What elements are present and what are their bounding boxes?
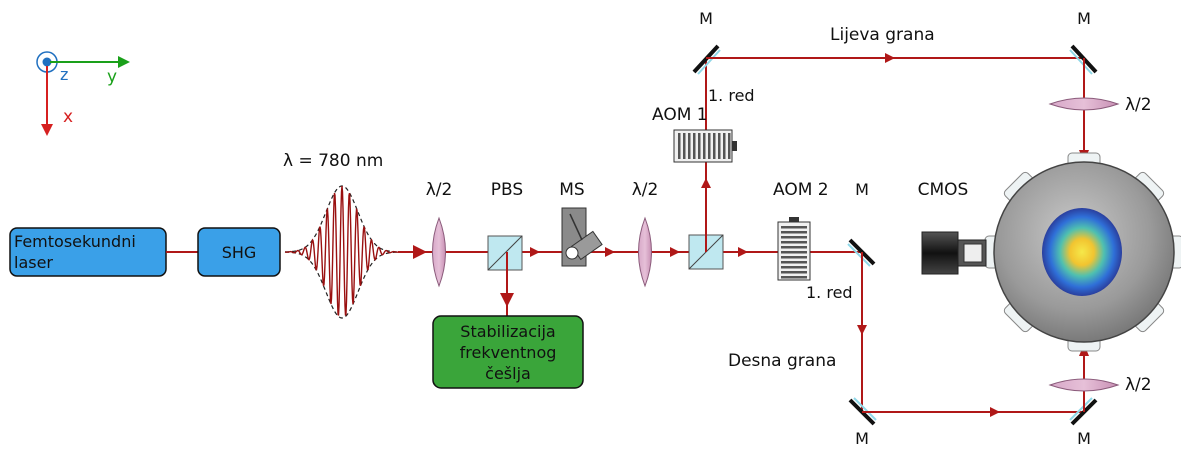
hwp-bottom-label: λ/2 <box>1125 375 1152 395</box>
aom-1: AOM 1 1. red <box>652 86 755 163</box>
y-axis-label: y <box>107 67 117 87</box>
aom2-stripe <box>781 226 807 229</box>
aom2-stripe <box>781 256 807 259</box>
laser-box: Femtosekundni laser <box>9 227 167 277</box>
aom1-order-label: 1. red <box>708 86 755 105</box>
stabilization-box: Stabilizacija frekventnog češlja <box>432 315 584 389</box>
right-arm-label: Desna grana <box>728 351 836 371</box>
hwp-top-label: λ/2 <box>1125 95 1152 115</box>
shg-label: SHG <box>222 243 257 262</box>
z-axis-dot-icon <box>42 57 52 67</box>
aom1-stripe <box>688 133 691 159</box>
axes-indicator: z y x <box>36 51 130 136</box>
aom-2: AOM 2 1. red <box>773 180 853 302</box>
right-arm-bottom-arrowhead <box>990 407 1000 417</box>
left-arm-arrowhead <box>885 53 895 63</box>
hwp2-label: λ/2 <box>632 180 659 200</box>
aom2-stripe <box>781 271 807 274</box>
aom2-stripe <box>781 276 807 279</box>
mirror-label-bl: M <box>855 429 869 448</box>
vacuum-chamber <box>984 152 1181 352</box>
aom2-stripe <box>781 266 807 269</box>
mirror-label-tl: M <box>699 9 713 28</box>
half-wave-plate-2: λ/2 <box>632 180 659 288</box>
aom1-stripe <box>683 133 686 159</box>
aom1-stripe <box>713 133 716 159</box>
aom1-stripe <box>728 133 731 159</box>
ms-label: MS <box>559 180 584 200</box>
laser-pulse <box>284 185 399 319</box>
aom1-stripe <box>718 133 721 159</box>
z-axis-label: z <box>60 65 68 84</box>
beam-arrowhead-aom2 <box>738 247 748 257</box>
pbs-cube: PBS <box>487 180 523 271</box>
stab-label-line3: češlja <box>485 364 531 383</box>
aom1-stripe <box>703 133 706 159</box>
aom2-stripe <box>781 246 807 249</box>
pulse-envelope-bottom <box>285 251 399 319</box>
beam-arrowhead-pbs <box>530 247 540 257</box>
aom1-stripe <box>708 133 711 159</box>
pulse-carrier-wave <box>284 185 399 316</box>
hwp1-label: λ/2 <box>426 180 453 200</box>
up-beam-arrowhead <box>701 178 711 188</box>
mechanical-shutter: MS <box>559 180 603 267</box>
cmos-label: CMOS <box>918 180 969 200</box>
mirror-top-left: M <box>692 9 721 75</box>
x-axis-label: x <box>63 107 73 127</box>
half-wave-plate-bottom: λ/2 <box>1048 375 1152 395</box>
laser-label-line1: Femtosekundni <box>14 232 136 251</box>
aom1-label: AOM 1 <box>652 105 708 125</box>
aom2-stripe <box>781 241 807 244</box>
pbs-label: PBS <box>491 180 523 200</box>
aom2-stripe <box>781 236 807 239</box>
aom2-stripe <box>781 251 807 254</box>
stab-label-line1: Stabilizacija <box>460 322 555 341</box>
aom2-label: AOM 2 <box>773 180 829 200</box>
aom2-stripe <box>781 231 807 234</box>
wavelength-label: λ = 780 nm <box>283 151 383 171</box>
aom1-stripe <box>698 133 701 159</box>
cmos-camera: CMOS <box>918 180 987 275</box>
half-wave-plate-1: λ/2 <box>426 180 453 288</box>
mirror-label-br: M <box>1077 429 1091 448</box>
stab-label-line2: frekventnog <box>460 343 557 362</box>
aom1-stripe <box>678 133 681 159</box>
beam-arrowhead-ms <box>605 247 615 257</box>
atom-cloud <box>1042 208 1122 296</box>
shg-box: SHG <box>197 227 281 277</box>
mirror-label-tr: M <box>1077 9 1091 28</box>
aom2-order-label: 1. red <box>806 283 853 302</box>
beam-arrowhead-bs <box>670 247 680 257</box>
aom1-stripe <box>723 133 726 159</box>
aom1-stripe <box>693 133 696 159</box>
right-arm-down-arrowhead <box>857 325 867 335</box>
laser-label-line2: laser <box>14 253 53 272</box>
aom2-stripe <box>781 261 807 264</box>
half-wave-plate-top: λ/2 <box>1048 95 1152 115</box>
mirror-label-mid: M <box>855 180 869 199</box>
left-arm-label: Lijeva grana <box>830 25 935 45</box>
